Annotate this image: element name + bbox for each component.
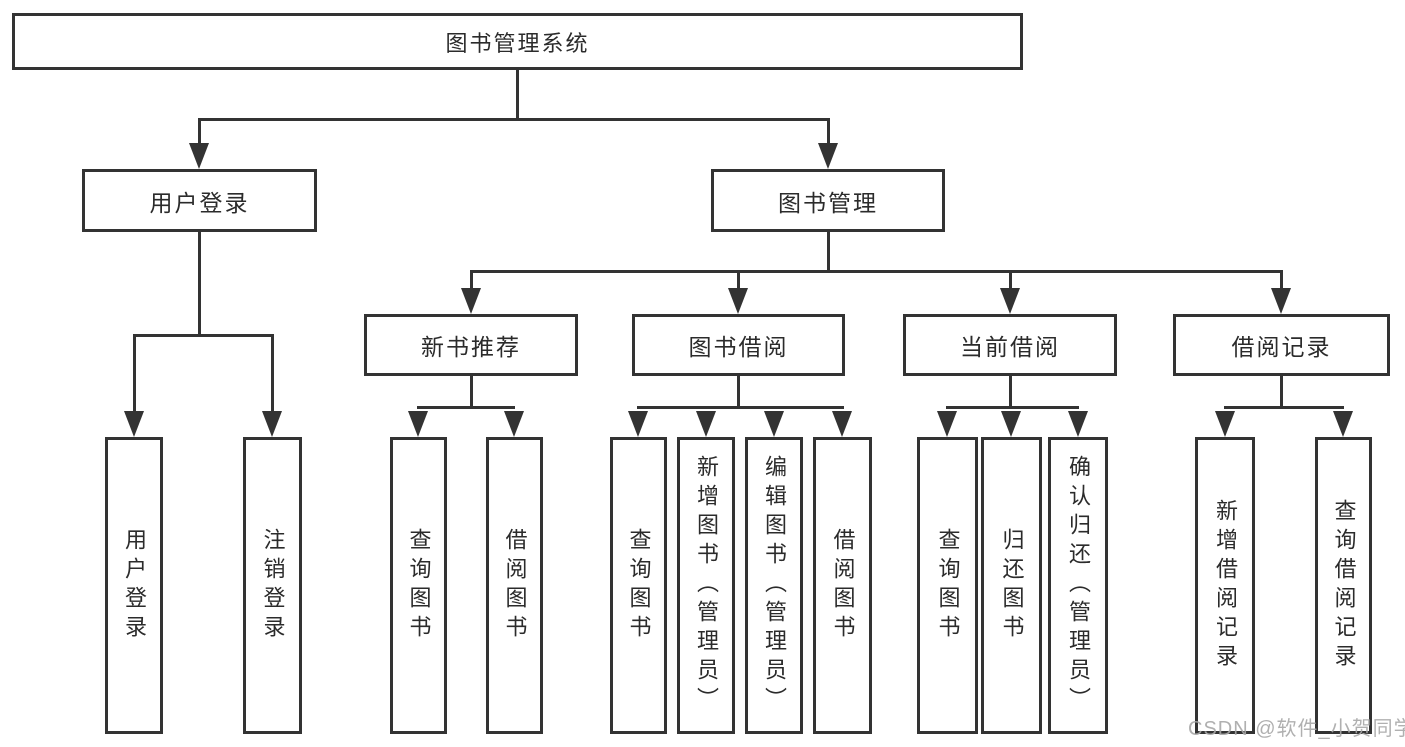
node-root-label: 图书管理系统 <box>445 30 590 56</box>
leaf-borrow-book-label: 借阅图书 <box>830 527 856 644</box>
leaf-borrow-add-admin: 新增图书（管理员） <box>677 437 735 734</box>
leaf-borrow-query-label: 查询图书 <box>626 527 652 644</box>
node-new-book-recommend-label: 新书推荐 <box>421 334 521 360</box>
node-book-borrow: 图书借阅 <box>632 314 845 376</box>
arrowhead-record-child-1 <box>1215 411 1235 437</box>
connector-record-down <box>1280 376 1283 408</box>
leaf-borrow-add-admin-label: 新增图书（管理员） <box>694 455 719 716</box>
connector-root-stem <box>516 70 519 120</box>
connector-level3-hbar <box>470 270 1283 273</box>
node-new-book-recommend: 新书推荐 <box>364 314 578 376</box>
node-user-login: 用户登录 <box>82 169 317 232</box>
connector-user-login-hbar <box>133 334 274 337</box>
arrowhead-current-child-2 <box>1001 411 1021 437</box>
connector-record-stem <box>1280 270 1283 290</box>
arrowhead-user-login <box>189 143 209 169</box>
leaf-borrow-query: 查询图书 <box>610 437 667 734</box>
arrowhead-new-book-child-2 <box>504 411 524 437</box>
arrowhead-new-book-child-1 <box>408 411 428 437</box>
arrowhead-logout <box>262 411 282 437</box>
node-user-login-label: 用户登录 <box>149 189 250 216</box>
watermark: CSDN @软件_小贺同学 <box>1188 718 1405 740</box>
connector-user-login-down <box>198 232 201 336</box>
arrowhead-record-child-2 <box>1333 411 1353 437</box>
arrowhead-borrow-child-1 <box>628 411 648 437</box>
connector-current-hbar <box>946 406 1079 409</box>
connector-borrow-stem <box>737 270 740 290</box>
leaf-newbook-query-label: 查询图书 <box>406 527 432 644</box>
connector-current-stem <box>1009 270 1012 290</box>
connector-record-hbar <box>1224 406 1344 409</box>
node-current-borrow-label: 当前借阅 <box>960 334 1060 360</box>
leaf-current-confirm-admin-label: 确认归还（管理员） <box>1066 455 1091 716</box>
leaf-current-confirm-admin: 确认归还（管理员） <box>1048 437 1108 734</box>
node-current-borrow: 当前借阅 <box>903 314 1117 376</box>
leaf-logout: 注销登录 <box>243 437 302 734</box>
leaf-user-login-label: 用户登录 <box>122 527 147 644</box>
node-book-mgmt: 图书管理 <box>711 169 945 232</box>
leaf-newbook-borrow-label: 借阅图书 <box>502 527 528 644</box>
leaf-borrow-edit-admin-label: 编辑图书（管理员） <box>762 455 787 716</box>
connector-new-book-hbar <box>417 406 515 409</box>
arrowhead-current-child-3 <box>1068 411 1088 437</box>
leaf-logout-label: 注销登录 <box>260 527 286 644</box>
leaf-current-return-label: 归还图书 <box>999 527 1025 644</box>
arrowhead-login <box>124 411 144 437</box>
leaf-current-query: 查询图书 <box>917 437 978 734</box>
node-borrow-record-label: 借阅记录 <box>1231 334 1332 360</box>
node-book-mgmt-label: 图书管理 <box>778 189 878 216</box>
arrowhead-new-book <box>461 288 481 314</box>
arrowhead-borrow-child-2 <box>696 411 716 437</box>
connector-new-book-down <box>470 376 473 408</box>
arrowhead-current-child-1 <box>937 411 957 437</box>
leaf-record-query-label: 查询借阅记录 <box>1331 498 1357 673</box>
connector-book-mgmt-down <box>827 232 830 272</box>
node-borrow-record: 借阅记录 <box>1173 314 1390 376</box>
leaf-user-login: 用户登录 <box>105 437 163 734</box>
arrowhead-borrow <box>728 288 748 314</box>
leaf-record-query: 查询借阅记录 <box>1315 437 1372 734</box>
leaf-borrow-edit-admin: 编辑图书（管理员） <box>745 437 803 734</box>
arrowhead-record <box>1271 288 1291 314</box>
arrowhead-book-mgmt <box>818 143 838 169</box>
leaf-borrow-book: 借阅图书 <box>813 437 872 734</box>
leaf-newbook-query: 查询图书 <box>390 437 447 734</box>
connector-book-mgmt-stem <box>827 118 830 146</box>
leaf-record-add: 新增借阅记录 <box>1195 437 1255 734</box>
connector-current-down <box>1009 376 1012 408</box>
node-root: 图书管理系统 <box>12 13 1023 70</box>
arrowhead-borrow-child-3 <box>764 411 784 437</box>
connector-new-book-stem <box>470 270 473 290</box>
connector-login-drop <box>133 334 136 413</box>
arrowhead-current <box>1000 288 1020 314</box>
leaf-newbook-borrow: 借阅图书 <box>486 437 543 734</box>
connector-borrow-down <box>737 376 740 408</box>
connector-logout-drop <box>271 334 274 413</box>
leaf-current-return: 归还图书 <box>981 437 1042 734</box>
connector-user-login-stem <box>198 118 201 146</box>
leaf-current-query-label: 查询图书 <box>935 527 961 644</box>
connector-borrow-hbar <box>637 406 844 409</box>
connector-level2-hbar <box>198 118 830 121</box>
node-book-borrow-label: 图书借阅 <box>688 334 789 360</box>
leaf-record-add-label: 新增借阅记录 <box>1213 498 1238 673</box>
arrowhead-borrow-child-4 <box>832 411 852 437</box>
